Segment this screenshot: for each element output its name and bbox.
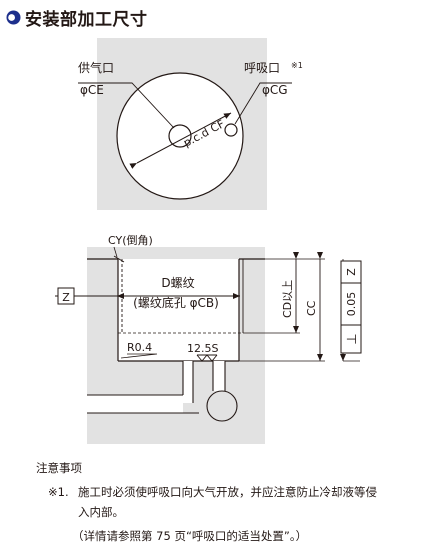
tolerance-datum: Z [345,268,358,276]
datum-z-box [57,287,75,305]
depth-cd-label: CD以上 [281,280,294,318]
pcd-dimension-line [129,112,232,169]
bullet-circle-icon [6,10,21,24]
thread-hole-label: (螺纹底孔 φCB) [133,295,219,310]
thread-label: D螺纹 [161,276,194,290]
chamfer-label: CY(倒角) [108,234,153,247]
datum-z-label: Z [62,291,70,304]
supply-port-leader [78,82,175,129]
suction-port-dim: φCG [262,83,288,97]
suction-port-leader [234,82,292,125]
note-reference: （详情请参照第 75 页“呼吸口的适当处置”。） [72,529,308,543]
depth-cc-label: CC [305,300,318,316]
note-line-1: 施工时必须使呼吸口向大气开放，并应注意防止冷却液等侵 [78,485,377,499]
suction-port-label: 呼吸口 [244,61,280,75]
note-line-2: 入内部。 [78,505,124,519]
page-title: 安装部加工尺寸 [25,9,148,30]
suction-port-hole [224,123,238,137]
radius-label: R0.4 [127,341,152,354]
note-mark: ※1. [48,485,69,499]
threaded-bore [118,259,239,361]
tolerance-value: 0.05 [345,292,358,317]
notes-heading: 注意事项 [36,461,82,475]
suction-port-pipe [206,390,238,422]
supply-port-dim: φCE [80,83,104,97]
supply-port-label: 供气口 [78,60,114,75]
perpendicularity-symbol: ⊥ [345,333,360,344]
mounting-drawing: 供气口 φCE 呼吸口 ※1 φCG p.c.d CF D螺纹 (螺纹底孔 φC… [55,38,362,444]
roughness-label: 12.5S [187,342,218,355]
suction-port-note-mark: ※1 [291,61,303,70]
section-title-row: 安装部加工尺寸 [6,6,148,30]
tolerance-frame: Z 0.05 ⊥ [340,260,362,354]
